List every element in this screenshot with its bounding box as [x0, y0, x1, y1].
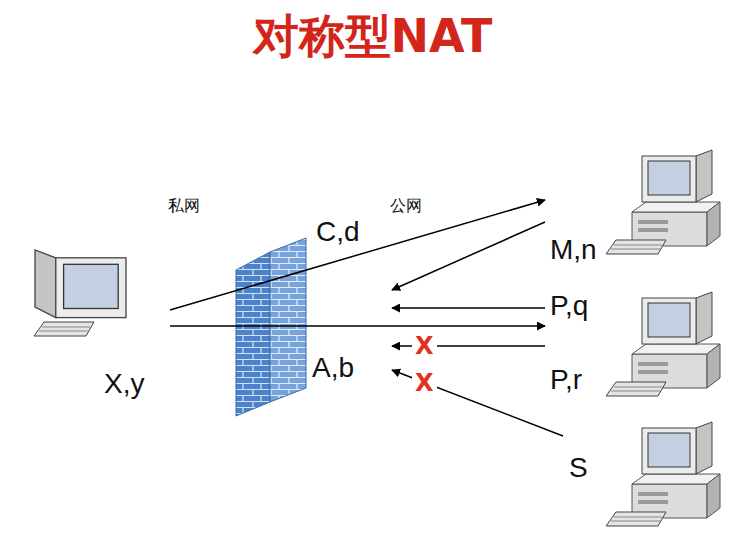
address-label: A,b: [312, 352, 354, 384]
address-label: C,d: [316, 216, 360, 248]
address-label: S: [569, 452, 588, 484]
address-label: P,q: [550, 290, 588, 322]
server-computer: [606, 292, 720, 396]
server-computer: [606, 422, 720, 526]
server-computer: [606, 150, 720, 254]
zone-label: 私网: [168, 196, 200, 215]
address-label: P,r: [550, 364, 582, 396]
connector-arrow: [170, 325, 545, 327]
address-label: M,n: [550, 234, 597, 266]
firewall-node: C,dA,b: [230, 214, 392, 412]
diagram-title: 对称型NAT: [0, 6, 745, 66]
connector-arrow: [392, 222, 545, 290]
server-node: P,qP,r: [545, 284, 727, 404]
blocked-mark: X: [412, 369, 437, 398]
server-node: S: [563, 416, 727, 530]
server-node: M,n: [545, 148, 727, 268]
connector-arrow: [170, 200, 545, 310]
connector-arrow: [392, 307, 545, 309]
connector-arrow: [392, 370, 563, 436]
host-node: X,y: [30, 246, 170, 406]
address-label: X,y: [104, 368, 144, 400]
blocked-mark: X: [412, 332, 437, 361]
host-computer: [34, 250, 126, 336]
zone-label: 公网: [390, 196, 422, 215]
firewall-wall: [236, 238, 306, 416]
